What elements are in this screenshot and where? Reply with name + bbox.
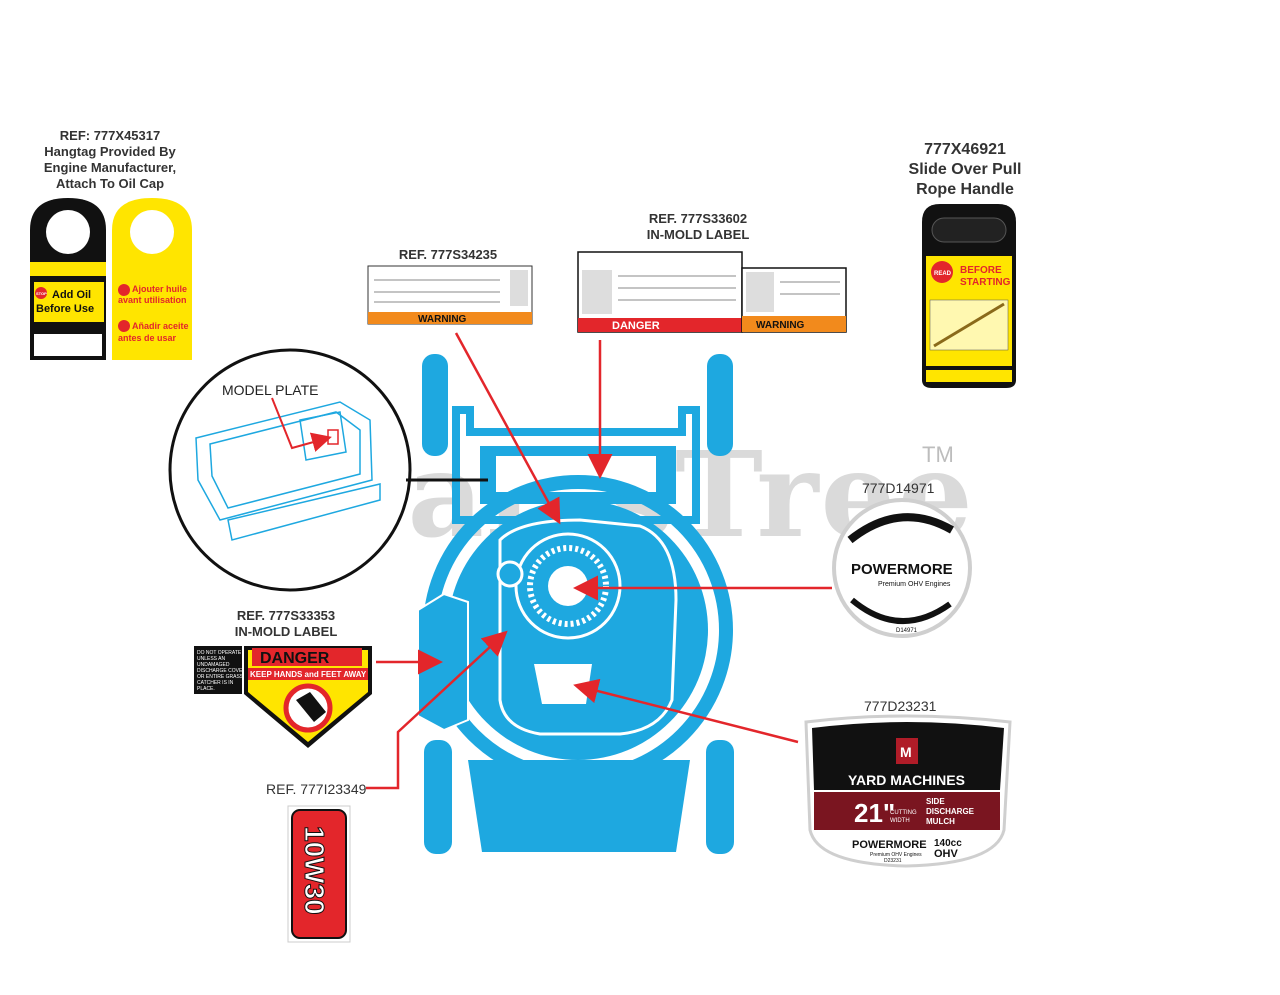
yard-machines-badge: M YARD MACHINES 21" CUTTING WIDTH SIDE D… xyxy=(804,714,1012,868)
arrow-warning-decal xyxy=(454,332,561,525)
svg-text:UNLESS AN: UNLESS AN xyxy=(197,656,225,662)
svg-text:UNDAMAGED: UNDAMAGED xyxy=(197,662,230,668)
svg-text:SIDE: SIDE xyxy=(926,797,945,806)
svg-text:WARNING: WARNING xyxy=(418,314,467,325)
svg-text:M: M xyxy=(900,744,912,760)
front-left-wheel xyxy=(424,740,452,854)
svg-text:Before Use: Before Use xyxy=(36,303,94,315)
front-right-wheel xyxy=(706,740,734,854)
arrow-yard-badge xyxy=(573,678,799,744)
svg-text:D23231: D23231 xyxy=(884,858,902,864)
rear-right-wheel xyxy=(707,354,733,456)
svg-text:READ: READ xyxy=(934,271,952,277)
side-discharge-chute xyxy=(417,592,469,732)
svg-text:avant utilisation: avant utilisation xyxy=(118,295,187,305)
watermark-tm: TM xyxy=(922,442,954,467)
svg-text:MULCH: MULCH xyxy=(926,817,955,826)
svg-text:STARTING: STARTING xyxy=(960,277,1011,288)
svg-text:D14971: D14971 xyxy=(896,628,918,634)
svg-text:DANGER: DANGER xyxy=(260,650,330,667)
leader-arrows xyxy=(366,332,832,790)
model-plate-location xyxy=(327,429,339,445)
svg-text:WARNING: WARNING xyxy=(756,320,805,331)
inmold-top-decal: DANGER WARNING xyxy=(577,251,847,333)
warning-label-caption: REF. 777S34235 xyxy=(398,247,498,262)
svg-text:WIDTH: WIDTH xyxy=(890,818,910,824)
air-filter-label-area xyxy=(534,664,592,704)
svg-text:YARD MACHINES: YARD MACHINES xyxy=(848,772,965,788)
svg-text:Add Oil: Add Oil xyxy=(52,289,91,301)
warning-decal: WARNING xyxy=(367,265,533,325)
svg-text:OR ENTIRE GRASS: OR ENTIRE GRASS xyxy=(197,674,244,680)
svg-text:Ajouter huile: Ajouter huile xyxy=(132,284,187,294)
svg-text:POWERMORE: POWERMORE xyxy=(852,839,927,851)
inmold-side-decal: DO NOT OPERATE UNLESS AN UNDAMAGED DISCH… xyxy=(194,646,372,748)
oil-cap xyxy=(496,560,524,588)
oil-label-caption: REF. 777I23349 xyxy=(266,781,367,797)
front-skirt xyxy=(468,760,690,852)
inmold-top-caption: REF. 777S33602 IN-MOLD LABEL xyxy=(646,211,750,242)
hangtag-label: STOP Add Oil Before Use Ajouter huile av… xyxy=(30,198,192,360)
svg-text:OHV: OHV xyxy=(934,848,959,860)
powermore-badge: POWERMORE Premium OHV Engines D14971 xyxy=(832,498,972,638)
svg-text:CUTTING: CUTTING xyxy=(890,810,917,816)
svg-text:STOP: STOP xyxy=(36,291,47,296)
starter-hub xyxy=(548,566,588,606)
hangtag-caption: REF: 777X45317 Hangtag Provided By Engin… xyxy=(43,128,177,191)
pull-handle-caption: 777X46921 Slide Over Pull Rope Handle xyxy=(908,141,1022,198)
mower-illustration xyxy=(417,354,734,854)
model-plate-label: MODEL PLATE xyxy=(222,382,318,398)
stop-icon xyxy=(35,287,47,299)
svg-text:antes de usar: antes de usar xyxy=(118,333,177,343)
svg-text:POWERMORE: POWERMORE xyxy=(851,561,953,578)
svg-text:10W30: 10W30 xyxy=(299,826,330,915)
svg-text:140cc: 140cc xyxy=(934,838,962,849)
yard-badge-caption: 777D23231 xyxy=(864,698,937,714)
model-plate-deck-sketch xyxy=(195,401,381,541)
model-plate-callout: MODEL PLATE xyxy=(168,348,488,592)
arrow-oil-label xyxy=(366,630,508,790)
inmold-side-caption: REF. 777S33353 IN-MOLD LABEL xyxy=(234,608,338,639)
svg-text:BEFORE: BEFORE xyxy=(960,265,1002,276)
svg-text:KEEP HANDS and FEET AWAY: KEEP HANDS and FEET AWAY xyxy=(250,670,367,679)
hangtag-hole-yellow xyxy=(130,210,174,254)
svg-text:Añadir aceite: Añadir aceite xyxy=(132,321,189,331)
svg-text:DISCHARGE COVER: DISCHARGE COVER xyxy=(197,668,246,674)
svg-text:CATCHER IS IN: CATCHER IS IN xyxy=(197,680,234,686)
powermore-caption: 777D14971 xyxy=(862,480,935,496)
rear-left-wheel xyxy=(422,354,448,456)
svg-text:DANGER: DANGER xyxy=(612,320,660,332)
starter-fins xyxy=(527,545,609,627)
svg-text:21": 21" xyxy=(854,798,895,828)
svg-text:Premium OHV Engines: Premium OHV Engines xyxy=(870,852,922,858)
svg-text:Premium OHV Engines: Premium OHV Engines xyxy=(878,581,951,588)
svg-text:DISCHARGE: DISCHARGE xyxy=(926,807,975,816)
hangtag-hole-black xyxy=(46,210,90,254)
svg-text:PLACE.: PLACE. xyxy=(197,686,215,692)
pull-handle-tag: READ BEFORE STARTING xyxy=(922,204,1016,388)
oil-viscosity-label: 10W30 xyxy=(287,805,351,943)
svg-text:DO NOT OPERATE: DO NOT OPERATE xyxy=(197,650,242,656)
hangtag-icons xyxy=(34,334,102,356)
